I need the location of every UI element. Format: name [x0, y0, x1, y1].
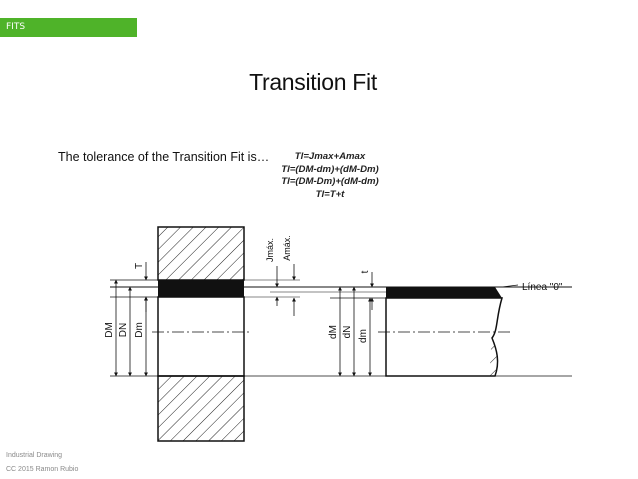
label-amax: Amáx. — [282, 235, 292, 261]
slide-title: Transition Fit — [249, 69, 377, 95]
formula-line: Tl=Jmax+Amax — [294, 151, 366, 162]
housing-bore — [157, 296, 245, 377]
housing-top-hatched — [157, 226, 245, 281]
shaft-body — [385, 297, 504, 377]
formula-line: Tl=T+t — [315, 188, 345, 200]
label-dN: dN — [342, 326, 353, 339]
label-dm: dm — [358, 329, 369, 343]
housing-bottom-hatched — [157, 375, 245, 442]
formula-line: Tl=(DM-dm)+(dM-Dm) — [281, 163, 379, 175]
label-T: T — [134, 263, 145, 269]
shaft-break-hatch — [488, 338, 498, 376]
footer-license: CC 2015 Ramon Rubio — [6, 466, 79, 473]
formula-line: Tl=(DM-Dm)+(dM-dm) — [281, 176, 379, 187]
intro-text: The tolerance of the Transition Fit is… — [58, 150, 270, 164]
footer-course: Industrial Drawing — [6, 452, 63, 459]
label-Dm: Dm — [134, 322, 145, 338]
label-dM: dM — [328, 325, 339, 339]
zero-line-leader — [501, 284, 519, 288]
label-t: t — [360, 270, 371, 273]
hole-tolerance-band — [158, 280, 244, 297]
label-DM: DM — [104, 322, 115, 338]
formula-block: Tl=Jmax+Amax Tl=(DM-dm)+(dM-Dm) Tl=(DM-D… — [276, 151, 384, 201]
label-DN: DN — [118, 323, 129, 337]
shaft-tolerance-band — [386, 287, 502, 298]
section-tag: FITS — [0, 18, 137, 37]
label-linea-0: Línea "0" — [522, 282, 563, 293]
label-jmax: Jmáx. — [265, 238, 275, 262]
